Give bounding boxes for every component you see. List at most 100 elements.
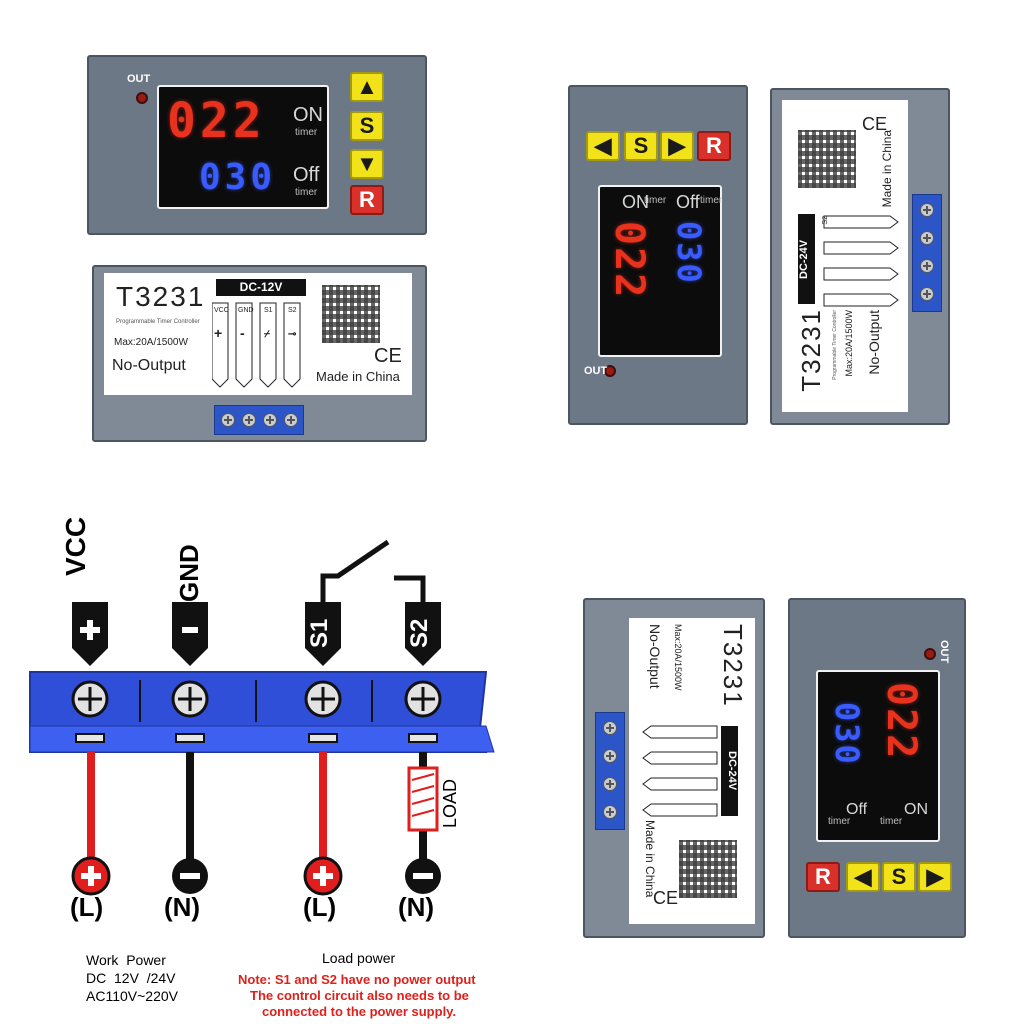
output-type: No-Output: [866, 310, 882, 375]
load-resistor: [407, 766, 439, 832]
ce-mark: CE: [374, 345, 402, 367]
voltage-badge: DC-24V: [798, 214, 815, 304]
terminal-screw: [242, 413, 256, 427]
s2-label: S2: [406, 618, 433, 648]
switch-symbol: [320, 539, 426, 602]
pin-symbol-plus: +: [214, 325, 223, 341]
terminal-screws: [71, 680, 442, 718]
pin-symbol-contact: ⊸: [288, 329, 297, 340]
rating-text: Max:20A/1500W: [114, 337, 188, 348]
model-name: T3231: [116, 281, 206, 312]
terminal-screw: [221, 413, 235, 427]
off-timer-label: timer: [828, 816, 851, 827]
terminal-screw: [920, 231, 934, 245]
voltage-badge: DC-24V: [721, 726, 738, 816]
terminal-screw: [920, 259, 934, 273]
pin-gnd: GND: [238, 307, 254, 314]
set-button[interactable]: S: [624, 131, 658, 161]
on-time-readout: 022: [606, 221, 652, 300]
output-type: No-Output: [647, 624, 663, 689]
left-button[interactable]: ◀: [846, 862, 880, 892]
terminal-screw: [603, 805, 617, 819]
left-button[interactable]: ◀: [586, 131, 620, 161]
vertical-front-panel: ◀ S ▶ R ON timer Off timer 022 030 OUT: [568, 85, 748, 425]
on-timer-label: timer: [295, 127, 318, 138]
out-led: [604, 365, 616, 377]
marker-symbols: [80, 620, 198, 640]
ce-mark: CE: [862, 114, 888, 134]
model-name: T3231: [796, 308, 826, 392]
l-label-1: (L): [70, 892, 104, 922]
work-power-dc: DC 12V /24V: [86, 970, 176, 986]
down-button[interactable]: ▼: [350, 149, 384, 179]
qr-code: [679, 840, 737, 898]
terminal-screw: [284, 413, 298, 427]
reset-button[interactable]: R: [806, 862, 840, 892]
made-in: Made in China: [880, 130, 894, 208]
product-label: CE Made in China DC-24V S2 T3231 Program…: [782, 100, 908, 412]
wiring-diagram: [29, 539, 495, 896]
up-button[interactable]: ▲: [350, 72, 384, 102]
gnd-label: GND: [174, 544, 204, 602]
out-label: OUT: [127, 73, 151, 85]
rating-text: Max:20A/1500W: [844, 310, 854, 377]
made-in: Made in China: [643, 820, 657, 898]
right-button[interactable]: ▶: [660, 131, 694, 161]
off-time-readout: 030: [828, 702, 866, 766]
model-subtitle: Programmable Timer Controller: [832, 310, 838, 380]
model-name: T3231: [718, 624, 748, 708]
note-line-2: The control circuit also needs to be: [250, 988, 469, 1003]
back-label-module-12v: T3231 Programmable Timer Controller Max:…: [92, 265, 427, 442]
terminal-screw: [263, 413, 277, 427]
out-led: [924, 648, 936, 660]
product-label: T3231 Programmable Timer Controller Max:…: [104, 273, 412, 395]
qr-code: [322, 285, 380, 343]
terminal-bar: [29, 671, 495, 753]
on-time-readout: 022: [167, 93, 266, 149]
off-timer-label: timer: [700, 195, 723, 206]
pin-symbol-minus: -: [240, 325, 245, 341]
note-line-3: connected to the power supply.: [262, 1004, 457, 1019]
terminal-markers: [72, 602, 441, 666]
wires: [87, 752, 427, 862]
n-label-1: (N): [164, 892, 201, 922]
pin-arrows: [212, 302, 301, 388]
terminal-screw: [603, 749, 617, 763]
pin-arrows: [642, 725, 718, 817]
vertical-back-label-module-24v: CE Made in China DC-24V S2 T3231 Program…: [770, 88, 950, 425]
l-label-2: (L): [303, 892, 337, 922]
qr-code: [798, 130, 856, 188]
pin-s2: S2: [288, 307, 297, 314]
flipped-display: 030 022 timer Off timer ON: [816, 670, 940, 842]
on-label: ON: [904, 801, 928, 818]
pin-symbol-switch: ⌿: [264, 329, 270, 340]
right-button[interactable]: ▶: [918, 862, 952, 892]
out-label: OUT: [938, 640, 950, 664]
terminal-screw: [920, 287, 934, 301]
set-button[interactable]: S: [350, 111, 384, 141]
out-led: [136, 92, 148, 104]
pin-vcc: VCC: [214, 307, 229, 314]
supply-terminals: [71, 856, 441, 896]
work-power-ac: AC110V~220V: [86, 988, 178, 1004]
note-line-1: Note: S1 and S2 have no power output: [238, 972, 476, 987]
on-time-readout: 022: [878, 682, 924, 761]
set-button[interactable]: S: [882, 862, 916, 892]
output-type: No-Output: [112, 357, 186, 374]
out-label: OUT: [584, 365, 608, 377]
flipped-front-panel: OUT 030 022 timer Off timer ON R ◀ S ▶: [788, 598, 966, 938]
off-label: Off: [293, 164, 320, 186]
load-power-title: Load power: [322, 950, 396, 966]
off-label: Off: [846, 801, 868, 818]
reset-button[interactable]: R: [697, 131, 731, 161]
on-timer-label: timer: [644, 195, 667, 206]
off-time-readout: 030: [670, 221, 708, 285]
made-in: Made in China: [316, 369, 400, 384]
vcc-label: VCC: [60, 516, 91, 576]
reset-button[interactable]: R: [350, 185, 384, 215]
wire-clips: [75, 733, 438, 743]
load-label: LOAD: [440, 778, 460, 828]
off-label: Off: [676, 192, 700, 212]
voltage-badge: DC-12V: [216, 279, 306, 296]
timer-display: 022 ON timer 030 Off timer: [157, 85, 329, 209]
